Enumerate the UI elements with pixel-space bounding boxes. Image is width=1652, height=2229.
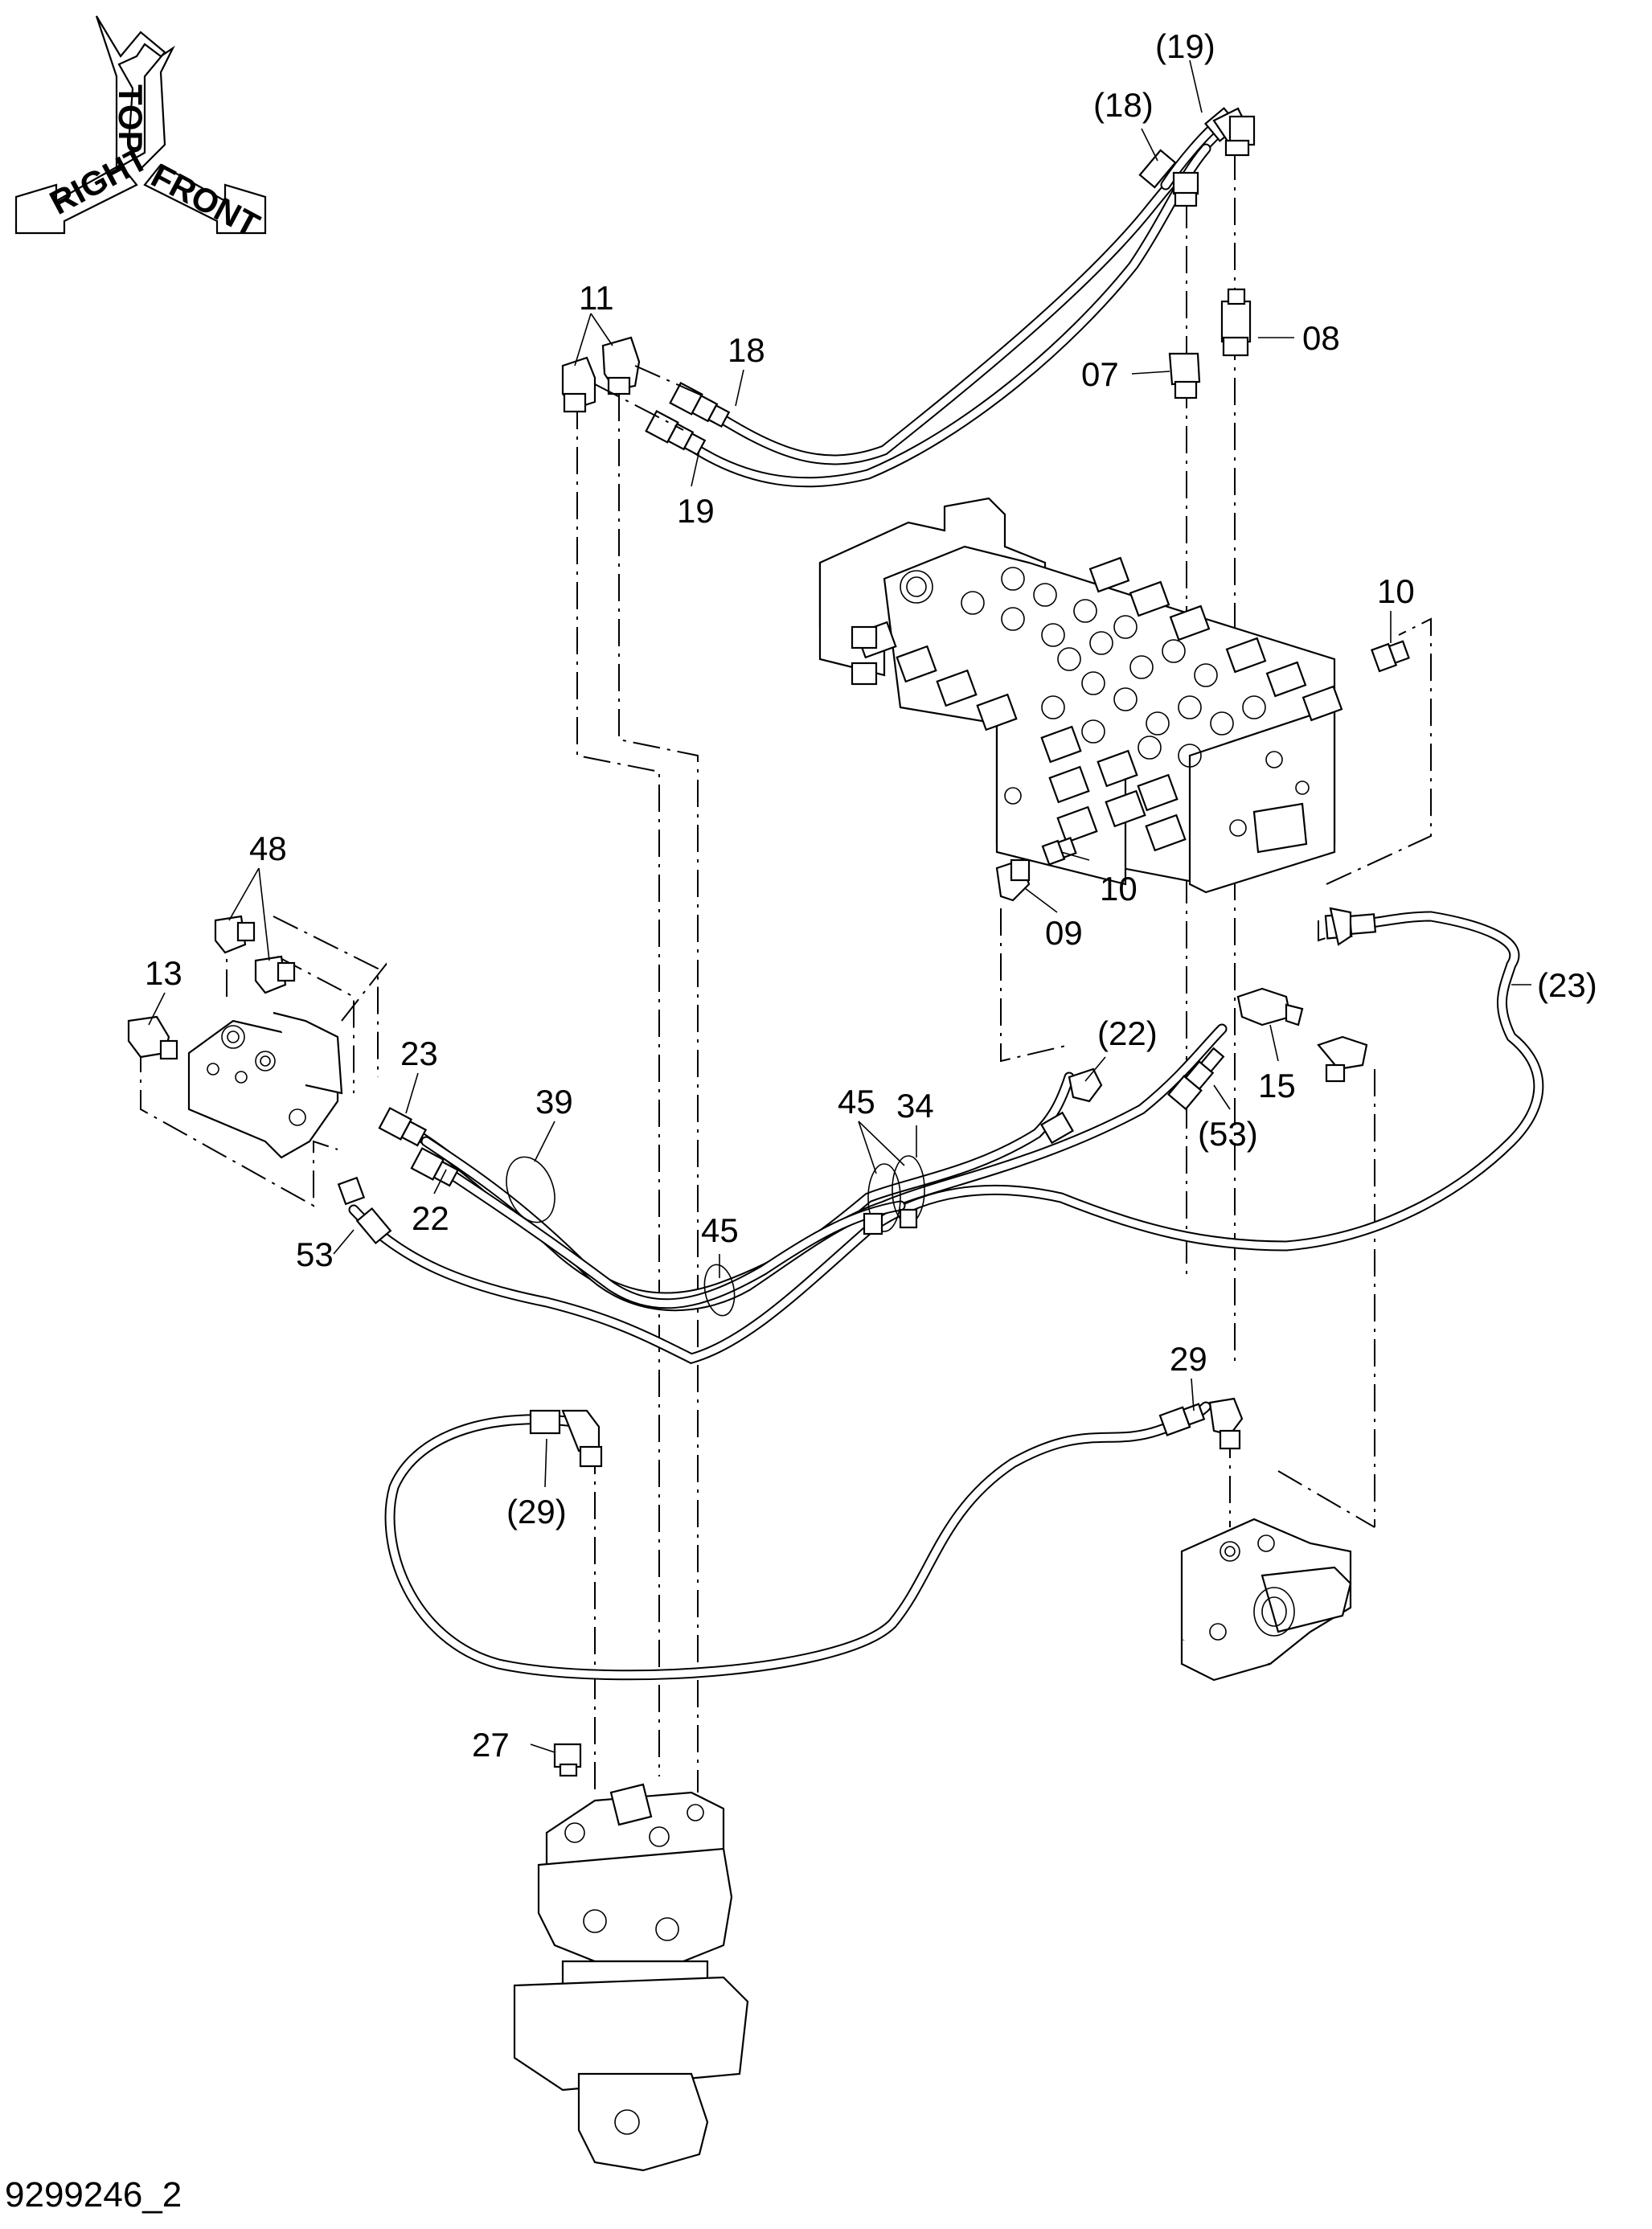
callout-23-ref: (23) (1537, 966, 1597, 1004)
leader-lines (148, 59, 1531, 1753)
callout-34: 34 (896, 1087, 934, 1125)
control-valve-block (818, 497, 1343, 894)
callout-10-upper: 10 (1377, 572, 1415, 610)
callout-labels: (19) (18) 11 18 19 07 08 10 10 09 48 13 … (145, 27, 1597, 1764)
callout-27: 27 (472, 1726, 510, 1764)
elbow-fittings-11 (561, 336, 708, 431)
callout-19-ref-top: (19) (1155, 27, 1215, 65)
orientation-front-label: FRONT (146, 156, 266, 244)
callout-29-ref: (29) (506, 1493, 567, 1530)
callout-15: 15 (1258, 1067, 1296, 1104)
callout-48: 48 (249, 830, 287, 867)
callout-22: 22 (412, 1199, 449, 1237)
callout-09: 09 (1045, 914, 1083, 952)
callout-18-ref-top: (18) (1093, 86, 1154, 124)
callout-39: 39 (535, 1083, 573, 1121)
callout-13: 13 (145, 954, 182, 992)
callout-22-ref: (22) (1097, 1014, 1158, 1052)
middle-hose-bundle (348, 911, 1544, 1364)
solenoid-valve-left (127, 915, 343, 1159)
callout-18: 18 (728, 331, 765, 369)
upper-hose-fittings (645, 107, 1256, 457)
drawing-number: 9299246_2 (5, 2175, 182, 2215)
callout-10-lower: 10 (1100, 870, 1138, 908)
callout-53-ref: (53) (1198, 1115, 1258, 1153)
callout-23: 23 (400, 1035, 438, 1072)
lower-hose-29 (384, 1397, 1244, 1681)
callout-19: 19 (677, 492, 715, 530)
middle-hose-fittings (337, 907, 1377, 1317)
orientation-top-label: TOP (112, 84, 150, 154)
callout-07: 07 (1081, 355, 1119, 393)
orientation-indicator: TOP RIGHT FRONT (14, 15, 267, 244)
callout-45-lower: 45 (701, 1211, 739, 1249)
callout-53: 53 (296, 1235, 334, 1273)
solenoid-valve-right (1180, 1518, 1352, 1682)
hydraulic-pump (513, 1743, 749, 2172)
orientation-right-label: RIGHT (43, 139, 154, 222)
fittings-07-08 (1168, 171, 1252, 399)
callout-08: 08 (1302, 319, 1340, 357)
callout-29: 29 (1170, 1340, 1207, 1378)
fittings-09-10 (995, 640, 1410, 902)
callout-45-upper: 45 (838, 1083, 875, 1121)
callout-11: 11 (579, 279, 614, 317)
